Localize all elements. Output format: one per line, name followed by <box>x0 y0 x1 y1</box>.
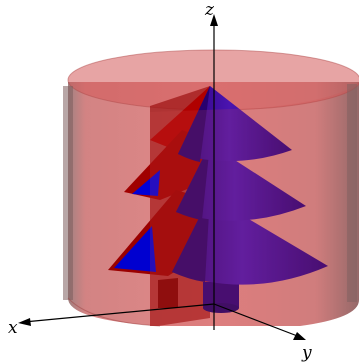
y-axis-line <box>213 303 301 338</box>
x-axis-arrowhead <box>18 318 31 326</box>
cross-section-blue-1 <box>132 170 160 196</box>
cylinder-front <box>150 82 359 326</box>
cylinder-bottom-rim <box>67 297 161 327</box>
x-axis-line <box>23 303 215 323</box>
tree <box>172 86 328 313</box>
cross-section-trunk <box>158 278 178 308</box>
tree-tier-middle <box>176 144 306 221</box>
axes: z x y <box>8 0 312 363</box>
y-axis-arrowhead <box>293 332 306 340</box>
tree-tier-top-shade <box>178 86 210 162</box>
z-axis-label: z <box>204 0 215 20</box>
tree-tier-middle-shade <box>176 144 210 220</box>
x-axis-label: x <box>8 318 18 338</box>
y-axis-label: y <box>301 343 312 363</box>
cross-section-blue-2 <box>114 226 156 272</box>
z-axis-arrowhead <box>210 14 218 26</box>
cylinder-front-face <box>150 82 359 326</box>
